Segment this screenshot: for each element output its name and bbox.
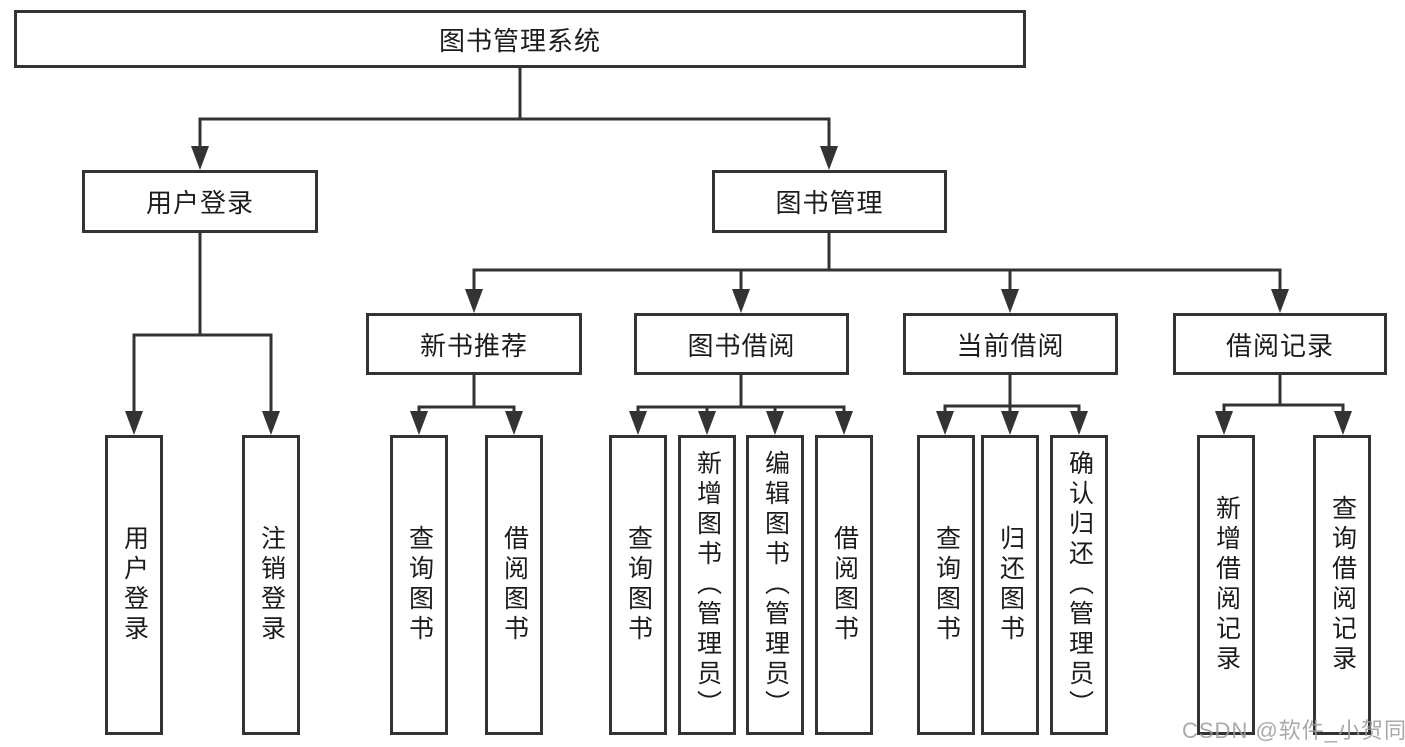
leaf-query-books-current: 查询图书 <box>917 435 975 735</box>
node-root: 图书管理系统 <box>14 10 1026 68</box>
node-book-borrowing-label: 图书借阅 <box>687 330 796 361</box>
node-user-login-label: 用户登录 <box>145 188 254 218</box>
node-user-login: 用户登录 <box>82 170 318 233</box>
node-book-borrowing: 图书借阅 <box>634 313 849 375</box>
leaf-add-book-admin: 新增图书（管理员） <box>678 435 736 735</box>
node-book-management: 图书管理 <box>712 170 947 233</box>
connector-root-to-level1 <box>198 66 831 152</box>
connector-book-management-children <box>472 231 1282 295</box>
leaf-query-books-recommend-label: 查询图书 <box>405 525 434 645</box>
node-current-borrowing-label: 当前借阅 <box>956 330 1065 361</box>
leaf-add-book-admin-label: 新增图书（管理员） <box>693 450 722 720</box>
leaf-add-borrow-record-label: 新增借阅记录 <box>1212 495 1241 675</box>
node-new-book-recommend: 新书推荐 <box>366 313 582 375</box>
connector-borrowing-records-children <box>1222 373 1345 417</box>
arrowheads <box>125 146 1352 435</box>
node-new-book-recommend-label: 新书推荐 <box>419 330 528 361</box>
leaf-borrow-books-borrowing: 借阅图书 <box>815 435 873 735</box>
node-root-label: 图书管理系统 <box>438 25 601 56</box>
node-book-management-label: 图书管理 <box>775 188 884 218</box>
leaf-return-books-label: 归还图书 <box>996 525 1025 645</box>
leaf-return-books: 归还图书 <box>981 435 1039 735</box>
leaf-query-books-recommend: 查询图书 <box>390 435 448 735</box>
leaf-query-borrow-record-label: 查询借阅记录 <box>1328 495 1357 675</box>
leaf-edit-book-admin: 编辑图书（管理员） <box>746 435 804 735</box>
leaf-query-borrow-record: 查询借阅记录 <box>1313 435 1371 735</box>
connector-book-borrowing-children <box>636 373 846 417</box>
leaf-borrow-books-recommend-label: 借阅图书 <box>500 525 529 645</box>
leaf-confirm-return-admin-label: 确认归还（管理员） <box>1065 450 1094 720</box>
leaf-logout: 注销登录 <box>242 435 300 735</box>
node-borrowing-records-label: 借阅记录 <box>1225 330 1334 361</box>
leaf-user-login-label: 用户登录 <box>120 525 149 645</box>
watermark-text: CSDN @软件_小贺同学 <box>1182 718 1405 743</box>
leaf-user-login: 用户登录 <box>105 435 163 735</box>
leaf-confirm-return-admin: 确认归还（管理员） <box>1050 435 1108 735</box>
connector-current-borrowing-children <box>943 373 1081 417</box>
leaf-borrow-books-recommend: 借阅图书 <box>485 435 543 735</box>
leaf-query-books-current-label: 查询图书 <box>932 525 961 645</box>
connector-user-login-children <box>132 231 273 417</box>
leaf-borrow-books-borrowing-label: 借阅图书 <box>830 525 859 645</box>
leaf-query-books-borrowing-label: 查询图书 <box>624 525 653 645</box>
leaf-edit-book-admin-label: 编辑图书（管理员） <box>761 450 790 720</box>
connector-new-book-recommend-children <box>417 373 516 417</box>
node-current-borrowing: 当前借阅 <box>903 313 1118 375</box>
node-borrowing-records: 借阅记录 <box>1173 313 1387 375</box>
leaf-logout-label: 注销登录 <box>257 525 286 645</box>
leaf-query-books-borrowing: 查询图书 <box>609 435 667 735</box>
leaf-add-borrow-record: 新增借阅记录 <box>1197 435 1255 735</box>
